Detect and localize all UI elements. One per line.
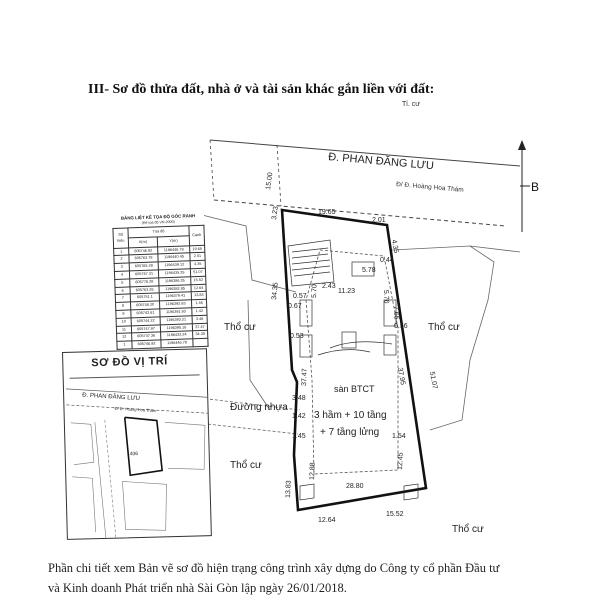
- dimension-label: 37.47: [301, 368, 309, 386]
- location-map-lot-number: 406: [130, 451, 139, 457]
- dimension-label: 1.45: [292, 433, 306, 440]
- table-cell: 1196446.78: [160, 338, 194, 348]
- dimension-label: 3.48: [292, 395, 306, 402]
- table-cell: 605746.92: [131, 340, 162, 349]
- building-label-floors: 3 hầm + 10 tầng: [314, 409, 387, 421]
- caption-line-2: và Kinh doanh Phát triển nhà Sài Gòn lập…: [48, 581, 347, 595]
- caption-line-1: Phần chi tiết xem Bản vẽ sơ đồ hiện trạn…: [48, 561, 500, 575]
- dimension-label: 4.35: [390, 239, 399, 254]
- dimension-label: 0.67: [288, 303, 302, 310]
- table-cell: 1: [116, 341, 133, 350]
- street-name: Đ. PHAN ĐĂNG LƯU: [328, 150, 435, 172]
- dimension-label: 2.01: [372, 217, 386, 224]
- dimension-label: 5.78: [362, 267, 376, 274]
- section-marker-letter: B: [531, 180, 539, 194]
- residential-label-southeast: Thổ cư: [452, 523, 484, 535]
- dimension-label: 37.95: [396, 367, 406, 386]
- dimension-label: 3.23: [271, 206, 280, 221]
- caption-note: Phần chi tiết xem Bản vẽ sơ đồ hiện trạn…: [48, 558, 588, 598]
- dimension-label: 28.80: [346, 483, 364, 490]
- column-header: Cạnh: [188, 225, 205, 246]
- top-residential-label: Tỉ. cư: [402, 100, 420, 108]
- neighbour-lot-lines: [197, 213, 521, 435]
- dimension-label: 0.44: [380, 257, 394, 264]
- dimension-label: 7.65: [392, 306, 399, 320]
- residential-label-southwest: Thổ cư: [230, 459, 262, 471]
- dimension-label: 5.70: [311, 284, 318, 298]
- building-outline: [305, 249, 399, 475]
- dimension-label: 1.42: [292, 413, 306, 420]
- dimension-label: 11.23: [338, 288, 355, 295]
- structure-hatches: [287, 239, 419, 501]
- section-heading: III- Sơ đồ thửa đất, nhà ở và tài sản kh…: [88, 82, 435, 97]
- building-label-structure: sàn BTCT: [334, 384, 375, 394]
- dimension-label: 2.43: [322, 283, 336, 290]
- street-band: [209, 139, 521, 227]
- dimension-label: 13.83: [285, 480, 293, 498]
- main-plot-boundary: [280, 208, 428, 512]
- dimension-label: 34.35: [271, 282, 280, 300]
- dimension-label: 0.57: [293, 293, 307, 300]
- column-header: Số hiệu: [112, 227, 129, 249]
- dimension-labels: 15.00 19.65 2.01 3.23 4.35 34.35 51.07 3…: [265, 172, 438, 524]
- building-label-mezzanine: + 7 tầng lửng: [320, 426, 379, 438]
- location-map-inset: SƠ ĐỒ VỊ TRÍ Đ. PHAN ĐĂNG LƯU Đ/ Đ. Hoàn…: [62, 348, 212, 540]
- table-cell: [192, 338, 209, 347]
- location-map-street-sub: Đ/ Đ. Hoàng Hoa Thám: [114, 406, 157, 414]
- dimension-label: 1.54: [392, 433, 406, 440]
- dimension-label: 51.07: [428, 371, 438, 390]
- dimension-label: 15.52: [386, 511, 404, 518]
- dimension-label: 19.65: [318, 209, 336, 216]
- residential-label-east: Thổ cư: [428, 321, 460, 333]
- street-sub-label: Đ/ Đ. Hoàng Hoa Thám: [396, 181, 464, 194]
- dimension-label: 5.76: [382, 290, 389, 304]
- asphalt-road-label: Đường nhựa: [230, 402, 288, 413]
- dimension-label: 12.88: [309, 462, 317, 480]
- location-map-street: Đ. PHAN ĐĂNG LƯU: [82, 391, 140, 402]
- location-map-drawing: Đ. PHAN ĐĂNG LƯU Đ/ Đ. Hoàng Hoa Thám 40…: [65, 388, 208, 538]
- dimension-label: 0.56: [394, 323, 408, 330]
- dimension-label: 12.64: [318, 517, 336, 524]
- coordinate-table: BẢNG LIỆT KÊ TỌA ĐỘ GÓC RANH (Hệ tọa độ …: [112, 212, 209, 354]
- dimension-label: 12.45: [397, 452, 405, 470]
- dimension-label: 0.53: [290, 333, 304, 340]
- section-marker-b: B: [518, 140, 539, 232]
- dimension-label: 15.00: [265, 172, 274, 190]
- residential-label-west: Thổ cư: [224, 321, 256, 333]
